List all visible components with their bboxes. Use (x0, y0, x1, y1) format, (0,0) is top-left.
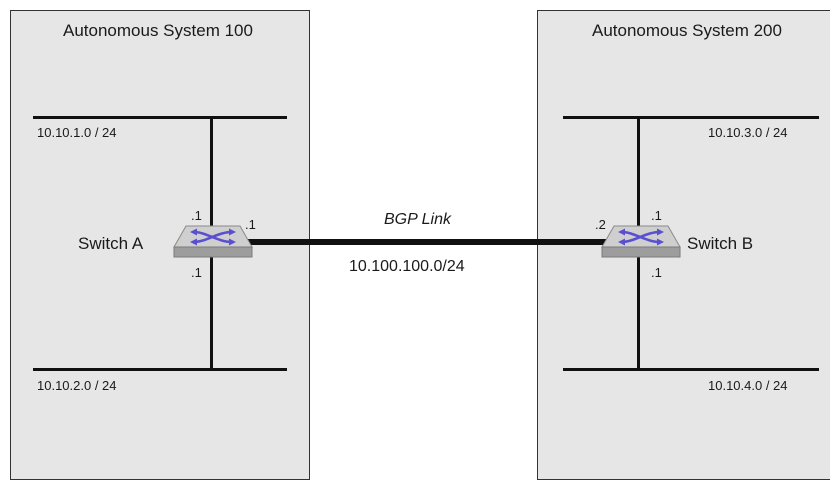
autonomous-system-200-box: Autonomous System 200 (537, 10, 830, 480)
switch-a-if-bottom: .1 (191, 265, 202, 280)
bgp-link-label: BGP Link (384, 211, 451, 228)
bgp-link-network: 10.100.100.0/24 (349, 258, 465, 275)
switch-icon (173, 225, 253, 258)
switch-b-if-top: .1 (651, 208, 662, 223)
switch-b-label: Switch B (687, 234, 754, 253)
switch-b-if-bottom: .1 (651, 265, 662, 280)
network-label-left-top: 10.10.1.0 / 24 (37, 125, 117, 140)
autonomous-system-100-box: Autonomous System 100 (10, 10, 310, 480)
as-100-title: Autonomous System 100 (63, 21, 253, 40)
network-label-right-top: 10.10.3.0 / 24 (708, 125, 788, 140)
network-line-left-bottom (33, 368, 287, 371)
switch-icon (601, 225, 681, 258)
bgp-link-line (246, 239, 608, 245)
network-label-right-bottom: 10.10.4.0 / 24 (708, 378, 788, 393)
switch-a-if-right: .1 (245, 217, 256, 232)
network-line-right-bottom (563, 368, 819, 371)
network-line-left-top (33, 116, 287, 119)
switch-b-if-left: .2 (595, 217, 606, 232)
as-200-title: Autonomous System 200 (592, 21, 782, 40)
network-line-right-top (563, 116, 819, 119)
switch-a-if-top: .1 (191, 208, 202, 223)
network-label-left-bottom: 10.10.2.0 / 24 (37, 378, 117, 393)
switch-a-label: Switch A (78, 234, 144, 253)
